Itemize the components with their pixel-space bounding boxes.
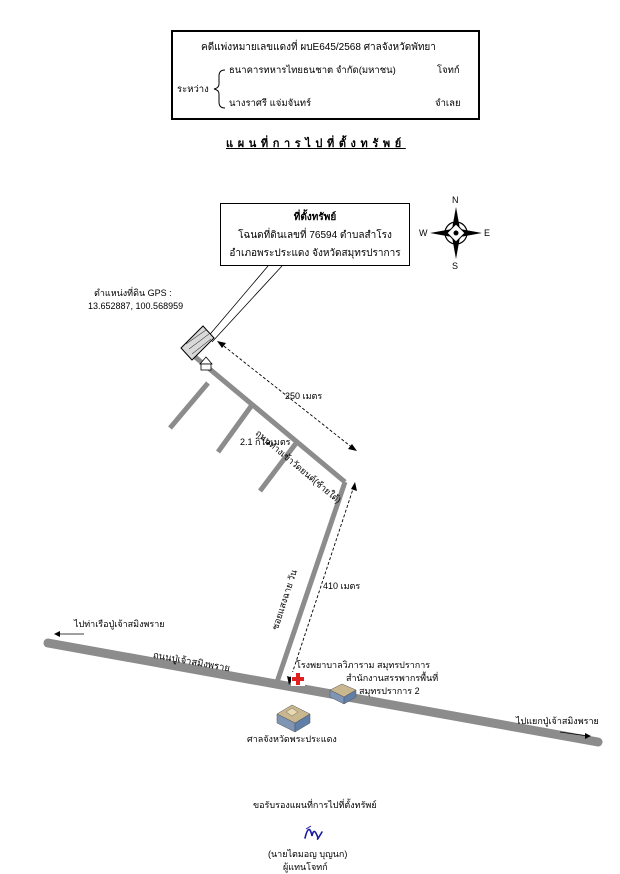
case-number: คดีแพ่งหมายเลขแดงที่ ผบE645/2568 ศาลจังห… bbox=[201, 42, 436, 53]
signature-mark-icon bbox=[304, 825, 323, 840]
compass-east: E bbox=[484, 228, 491, 238]
gps-label: ตำแหน่งที่ดิน GPS : bbox=[94, 288, 172, 298]
distance-250: 250 เมตร bbox=[285, 391, 323, 401]
property-title: ที่ตั้งทรัพย์ bbox=[293, 212, 337, 223]
court-label: ศาลจังหวัดพระประแดง bbox=[247, 734, 337, 744]
branch-road bbox=[215, 403, 255, 454]
arrowhead-icon bbox=[217, 341, 226, 348]
court-building-icon bbox=[276, 704, 311, 733]
plaintiff-name: ธนาคารทหารไทยธนชาต จำกัด(มหาชน) bbox=[229, 65, 396, 76]
distance-2-1km: 2.1 กิโลเมตร bbox=[240, 437, 291, 447]
branch-road bbox=[168, 381, 210, 430]
signature-request: ขอรับรองแผนที่การไปที่ตั้งทรัพย์ bbox=[253, 800, 377, 810]
arrowhead-icon bbox=[585, 733, 591, 739]
branch-road bbox=[258, 440, 299, 493]
leader-line bbox=[205, 265, 269, 340]
gps-coords: 13.652887, 100.568959 bbox=[88, 301, 184, 311]
distance-arrow-410 bbox=[289, 485, 355, 681]
compass-south: S bbox=[452, 261, 459, 271]
sub-road bbox=[192, 354, 347, 484]
soi-road bbox=[273, 481, 348, 686]
compass-north: N bbox=[452, 195, 459, 205]
brace-icon bbox=[213, 69, 226, 109]
revenue-office-label-1: สำนักงานสรรพากรพื้นที่ bbox=[346, 673, 439, 683]
compass-rose-icon bbox=[430, 207, 482, 259]
hospital-label: โรงพยาบาลวิภาราม สมุทรปราการ bbox=[296, 660, 431, 670]
property-plot-icon bbox=[180, 325, 215, 361]
signer-role: ผู้แทนโจทก์ bbox=[283, 862, 328, 872]
compass-west: W bbox=[419, 228, 428, 238]
deed-line: โฉนดที่ดินเลขที่ 76594 ตำบลสำโรง bbox=[238, 230, 392, 241]
arrow-right-icon bbox=[559, 731, 589, 737]
distance-arrow-250 bbox=[219, 342, 355, 450]
arrowhead-icon bbox=[348, 444, 357, 451]
direction-left-label: ไปท่าเรือปู่เจ้าสมิงพราย bbox=[74, 619, 165, 629]
hospital-cross-icon bbox=[291, 672, 305, 686]
revenue-office-building-icon bbox=[329, 683, 357, 705]
property-info-box: ที่ตั้งทรัพย์ โฉนดที่ดินเลขที่ 76594 ตำบ… bbox=[220, 203, 410, 266]
leader-line bbox=[211, 265, 283, 343]
main-road bbox=[43, 638, 603, 747]
direction-right-label: ไปแยกปู่เจ้าสมิงพราย bbox=[516, 716, 599, 726]
defendant-role: จำเลย bbox=[435, 98, 461, 109]
plaintiff-role: โจทก์ bbox=[437, 65, 460, 76]
between-label: ระหว่าง bbox=[177, 84, 209, 95]
arrowhead-icon bbox=[351, 482, 357, 491]
revenue-office-label-2: สมุทรปราการ 2 bbox=[359, 686, 420, 696]
signer-name: (นายไตมอญ บุญนก) bbox=[268, 849, 348, 859]
case-header-box: คดีแพ่งหมายเลขแดงที่ ผบE645/2568 ศาลจังห… bbox=[171, 30, 480, 120]
plan-title: แผนที่การไปที่ตั้งทรัพย์ bbox=[226, 138, 406, 150]
distance-410: 410 เมตร bbox=[323, 581, 361, 591]
house-icon bbox=[199, 356, 213, 371]
defendant-name: นางราศรี แจ่มจันทร์ bbox=[229, 98, 312, 109]
district-line: อำเภอพระประแดง จังหวัดสมุทรปราการ bbox=[229, 248, 401, 259]
arrowhead-icon bbox=[54, 631, 60, 637]
